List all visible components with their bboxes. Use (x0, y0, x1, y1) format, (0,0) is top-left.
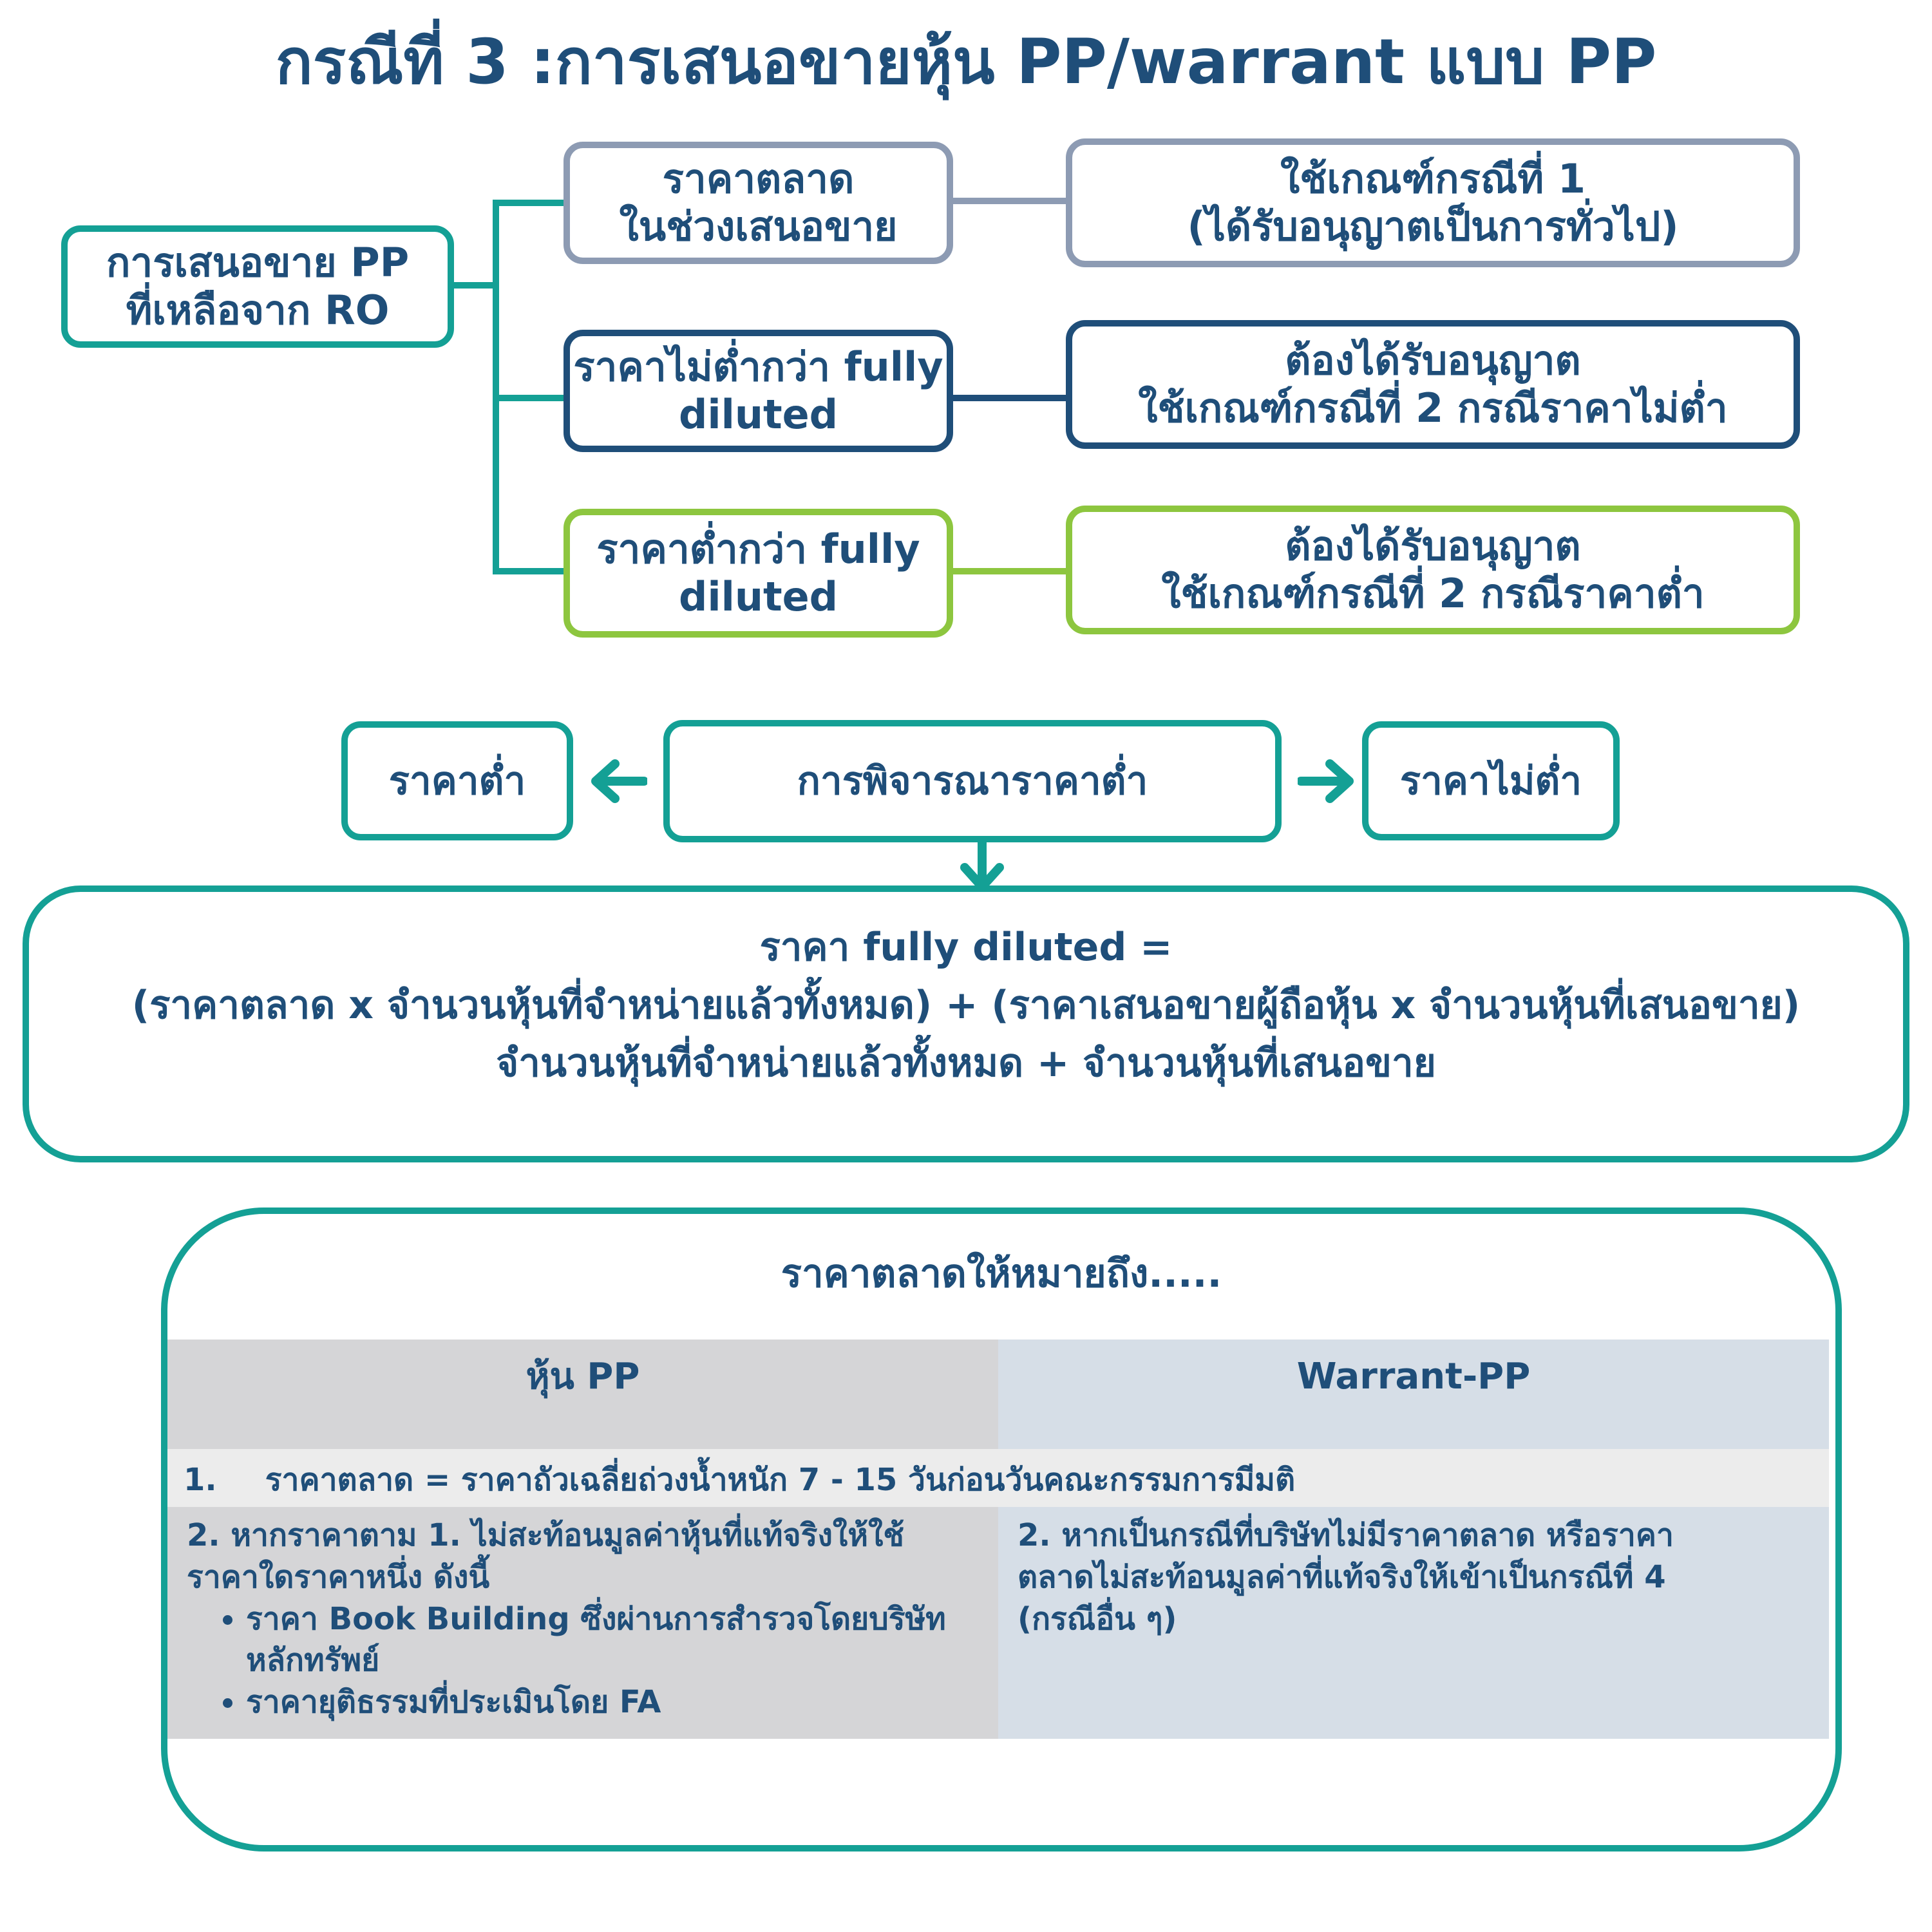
col-header-warrant-label: Warrant-PP (1296, 1356, 1531, 1397)
col-header-pp-shares: หุ้น PP (167, 1340, 998, 1449)
row-2-warrant-line3: (กรณีอื่น ๆ) (1018, 1600, 1177, 1637)
row-2-pp-line1: 2. หากราคาตาม 1. ไม่สะท้อนมูลค่าหุ้นที่แ… (187, 1517, 904, 1553)
not-low-price-box: ราคาไม่ต่ำ (1362, 721, 1620, 840)
fully-diluted-formula-box: ราคา fully diluted = (ราคาตลาด x จำนวนหุ… (23, 886, 1909, 1162)
tree-trunk (493, 200, 499, 574)
col-header-pp-label: หุ้น PP (526, 1356, 640, 1397)
consider-label: การพิจารณาราคาต่ำ (797, 759, 1148, 804)
row-2-pp-cell: 2. หากราคาตาม 1. ไม่สะท้อนมูลค่าหุ้นที่แ… (167, 1507, 998, 1739)
not-low-price-label: ราคาไม่ต่ำ (1399, 758, 1582, 804)
formula-line1: ราคา fully diluted = (759, 925, 1173, 970)
pp-alternative-price-list: ราคา Book Building ซึ่งผ่านการสำรวจโดยบร… (187, 1598, 985, 1723)
result-1-line2: (ได้รับอนุญาตเป็นการทั่วไป) (1187, 203, 1679, 250)
page-title: กรณีที่ 3 :การเสนอขายหุ้น PP/warrant แบบ… (275, 26, 1657, 98)
row-2-warrant-cell: 2. หากเป็นกรณีที่บริษัทไม่มีราคาตลาด หรื… (998, 1507, 1829, 1739)
consider-low-price-box: การพิจารณาราคาต่ำ (663, 720, 1282, 842)
root-connector (454, 282, 496, 289)
root-box: การเสนอขาย PP ที่เหลือจาก RO (61, 225, 454, 348)
col-header-warrant-pp: Warrant-PP (998, 1340, 1829, 1449)
result-2-line1: ต้องได้รับอนุญาต (1285, 336, 1581, 384)
branch-3-line1: ราคาต่ำกว่า fully (596, 525, 920, 573)
result-box-case-2-low: ต้องได้รับอนุญาต ใช้เกณฑ์กรณีที่ 2 กรณีร… (1066, 506, 1800, 634)
down-arrow-icon (960, 840, 1004, 891)
market-price-heading: ราคาตลาดให้หมายถึง..... (781, 1251, 1222, 1296)
branch-connector-1 (493, 200, 573, 206)
row-2-warrant-line1: 2. หากเป็นกรณีที่บริษัทไม่มีราคาตลาด หรื… (1018, 1517, 1674, 1553)
left-arrow-icon (591, 759, 647, 803)
formula-denominator: จำนวนหุ้นที่จำหน่ายแล้วทั้งหมด + จำนวนหุ… (496, 1041, 1436, 1086)
branch-connector-3 (493, 568, 573, 574)
branch-box-not-below-fully-diluted: ราคาไม่ต่ำกว่า fully diluted (564, 330, 953, 452)
result-3-line1: ต้องได้รับอนุญาต (1285, 522, 1581, 569)
result-box-case-2-not-low: ต้องได้รับอนุญาต ใช้เกณฑ์กรณีที่ 2 กรณีร… (1066, 320, 1800, 449)
result-1-line1: ใช้เกณฑ์กรณีที่ 1 (1280, 155, 1586, 202)
row-2-warrant-line2: ตลาดไม่สะท้อนมูลค่าที่แท้จริงให้เข้าเป็น… (1018, 1558, 1666, 1595)
branch-3-line2: diluted (678, 573, 838, 620)
result-connector-2 (953, 395, 1069, 401)
root-line2: ที่เหลือจาก RO (126, 287, 390, 334)
branch-2-line1: ราคาไม่ต่ำกว่า fully (573, 343, 943, 390)
result-box-case-1: ใช้เกณฑ์กรณีที่ 1 (ได้รับอนุญาตเป็นการทั… (1066, 138, 1800, 267)
low-price-label: ราคาต่ำ (388, 758, 526, 804)
row-1-text: ราคาตลาด = ราคาถัวเฉลี่ยถ่วงน้ำหนัก 7 - … (265, 1462, 1296, 1498)
result-2-line2: ใช้เกณฑ์กรณีที่ 2 กรณีราคาไม่ต่ำ (1138, 384, 1728, 431)
root-line1: การเสนอขาย PP (106, 238, 410, 286)
branch-2-line2: diluted (678, 391, 838, 438)
bullet-fair-value-fa: ราคายุติธรรมที่ประเมินโดย FA (246, 1681, 985, 1723)
branch-box-below-fully-diluted: ราคาต่ำกว่า fully diluted (564, 509, 953, 638)
row-1-number: 1. (184, 1462, 217, 1498)
result-connector-3 (953, 568, 1069, 574)
branch-1-line2: ในช่วงเสนอขาย (619, 203, 898, 250)
right-arrow-icon (1298, 759, 1354, 803)
bullet-book-building: ราคา Book Building ซึ่งผ่านการสำรวจโดยบร… (246, 1598, 985, 1682)
branch-1-line1: ราคาตลาด (662, 155, 855, 202)
result-connector-1 (953, 198, 1069, 204)
branch-connector-2 (493, 395, 573, 401)
branch-box-market-price: ราคาตลาด ในช่วงเสนอขาย (564, 142, 953, 264)
row-1-market-price-rule: 1. ราคาตลาด = ราคาถัวเฉลี่ยถ่วงน้ำหนัก 7… (167, 1449, 1829, 1507)
formula-numerator: (ราคาตลาด x จำนวนหุ้นที่จำหน่ายแล้วทั้งห… (131, 983, 1801, 1028)
result-3-line2: ใช้เกณฑ์กรณีที่ 2 กรณีราคาต่ำ (1161, 570, 1705, 617)
row-2-pp-line2: ราคาใดราคาหนึ่ง ดังนี้ (187, 1558, 490, 1595)
low-price-box: ราคาต่ำ (341, 721, 573, 840)
